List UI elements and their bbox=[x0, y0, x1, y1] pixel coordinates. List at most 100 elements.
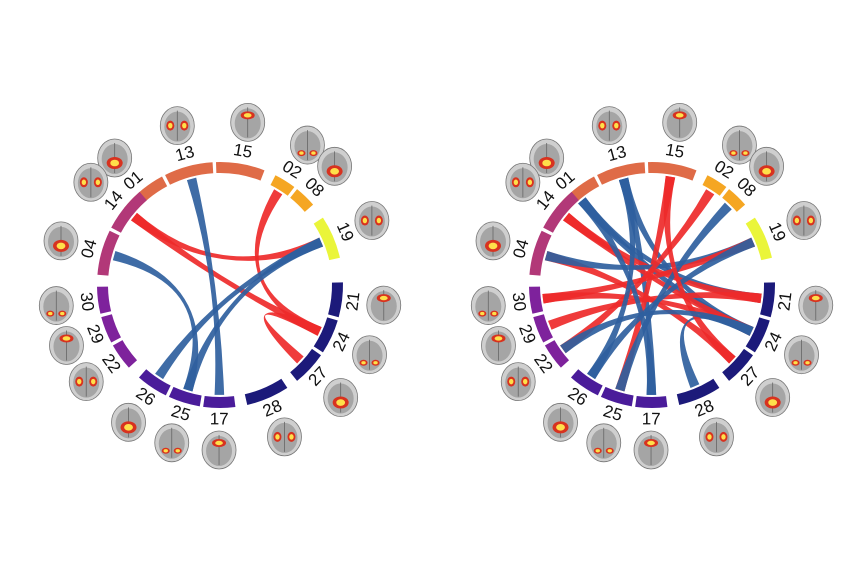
chord-link-17-01 bbox=[578, 197, 657, 395]
brain-thumbnail-icon bbox=[317, 146, 353, 186]
segment-label-25: 25 bbox=[601, 401, 625, 425]
brain-thumbnail-icon bbox=[481, 326, 516, 365]
brain-thumbnail-icon bbox=[470, 286, 506, 325]
segment-arc-19 bbox=[745, 217, 772, 261]
chord-link-24-27 bbox=[263, 312, 322, 364]
segment-arc-08 bbox=[722, 189, 746, 212]
brain-thumbnail-icon bbox=[290, 125, 325, 165]
segment-label-19: 19 bbox=[765, 219, 790, 244]
segment-arc-14 bbox=[543, 191, 579, 233]
brain-thumbnail-icon bbox=[505, 162, 541, 202]
segment-arc-04 bbox=[529, 230, 552, 276]
segment-ring bbox=[97, 162, 343, 408]
brain-thumbnail-icon bbox=[586, 423, 622, 463]
segment-label-04: 04 bbox=[77, 237, 100, 260]
chord-link-26-19 bbox=[587, 237, 756, 380]
segment-arc-29 bbox=[533, 314, 553, 343]
brain-thumbnail-icon bbox=[154, 423, 190, 463]
segment-arc-21 bbox=[328, 282, 343, 318]
segment-arc-28 bbox=[244, 378, 288, 405]
segment-arc-22 bbox=[544, 340, 570, 368]
segment-label-25: 25 bbox=[169, 401, 193, 425]
segment-label-13: 13 bbox=[173, 142, 196, 165]
segment-arc-27 bbox=[290, 348, 322, 381]
brain-thumbnail-icon bbox=[749, 146, 785, 186]
chord-link-29-21 bbox=[547, 291, 762, 330]
brain-thumbnail-icon bbox=[97, 138, 133, 178]
chord-link-22-24 bbox=[560, 309, 754, 354]
segment-label-19: 19 bbox=[333, 219, 358, 244]
segment-arc-24 bbox=[745, 317, 770, 353]
segment-arc-22 bbox=[112, 340, 138, 368]
brain-thumbnail-icon bbox=[500, 362, 536, 401]
segment-label-04: 04 bbox=[509, 237, 532, 260]
chord-link-27-15 bbox=[663, 175, 736, 364]
brain-thumbnail-icon bbox=[786, 201, 822, 240]
chord-link-28-24 bbox=[679, 314, 754, 389]
segment-arc-02 bbox=[702, 175, 727, 196]
segment-label-17: 17 bbox=[642, 409, 661, 428]
brain-thumbnail-icon bbox=[38, 286, 74, 325]
brain-thumbnail-icon bbox=[755, 378, 791, 417]
segment-arc-25 bbox=[600, 386, 634, 407]
segment-arc-26 bbox=[138, 369, 171, 396]
brain-thumbnail-icon bbox=[43, 221, 79, 261]
segment-label-30: 30 bbox=[76, 291, 97, 312]
segment-arc-26 bbox=[570, 369, 603, 396]
segment-arc-19 bbox=[313, 217, 340, 261]
segment-arc-27 bbox=[722, 348, 754, 381]
segment-arc-08 bbox=[290, 189, 314, 212]
brain-thumbnail-icon bbox=[111, 402, 146, 442]
chord-link-14-19 bbox=[131, 212, 324, 261]
segment-ring bbox=[529, 162, 775, 408]
segment-arc-14 bbox=[111, 191, 147, 233]
brain-thumbnail-icon bbox=[354, 201, 390, 240]
brain-thumbnail-icon bbox=[159, 106, 195, 146]
segment-arc-15 bbox=[215, 162, 265, 181]
brain-thumbnail-icon bbox=[591, 106, 627, 146]
segment-arc-30 bbox=[97, 286, 112, 314]
brain-thumbnail-icon bbox=[784, 335, 819, 375]
brain-thumbnail-icon bbox=[49, 326, 84, 365]
brain-thumbnail-icon bbox=[73, 162, 109, 202]
segment-arc-28 bbox=[676, 378, 720, 405]
segment-arc-04 bbox=[97, 230, 120, 276]
segment-arc-13 bbox=[165, 162, 214, 185]
segment-arc-30 bbox=[529, 286, 544, 314]
segment-arc-24 bbox=[313, 317, 338, 353]
chord-links bbox=[542, 175, 762, 395]
brain-thumbnail-icon bbox=[543, 402, 578, 442]
brain-thumbnail-icon bbox=[475, 221, 511, 261]
brain-thumbnail-icon bbox=[366, 285, 402, 325]
chord-link-04-25 bbox=[112, 251, 199, 392]
segment-arc-21 bbox=[760, 282, 775, 318]
brain-thumbnail-icon bbox=[722, 125, 757, 165]
segment-label-21: 21 bbox=[774, 291, 795, 312]
brain-thumbnail-icon bbox=[529, 138, 565, 178]
brain-thumbnails bbox=[38, 102, 402, 470]
brain-thumbnail-icon bbox=[352, 335, 387, 375]
chord-link-13-17 bbox=[186, 177, 225, 395]
segment-arc-17 bbox=[635, 395, 668, 408]
segment-arc-15 bbox=[647, 162, 697, 181]
segment-label-21: 21 bbox=[342, 291, 363, 312]
segment-label-17: 17 bbox=[210, 409, 229, 428]
segment-arc-17 bbox=[203, 395, 236, 408]
brain-thumbnail-icon bbox=[201, 430, 237, 470]
segment-arc-25 bbox=[168, 386, 202, 407]
brain-thumbnail-icon bbox=[267, 417, 302, 457]
chord-link-26-13 bbox=[587, 177, 636, 380]
brain-thumbnail-icon bbox=[699, 417, 734, 457]
brain-thumbnail-icon bbox=[230, 102, 266, 142]
brain-thumbnail-icon bbox=[68, 362, 104, 401]
brain-thumbnail-icon bbox=[798, 285, 834, 325]
segment-arc-13 bbox=[597, 162, 646, 185]
segment-label-15: 15 bbox=[232, 140, 254, 162]
brain-thumbnails bbox=[470, 102, 834, 470]
segment-label-13: 13 bbox=[605, 142, 628, 165]
segment-arc-02 bbox=[270, 175, 295, 196]
segment-label-15: 15 bbox=[664, 140, 686, 162]
